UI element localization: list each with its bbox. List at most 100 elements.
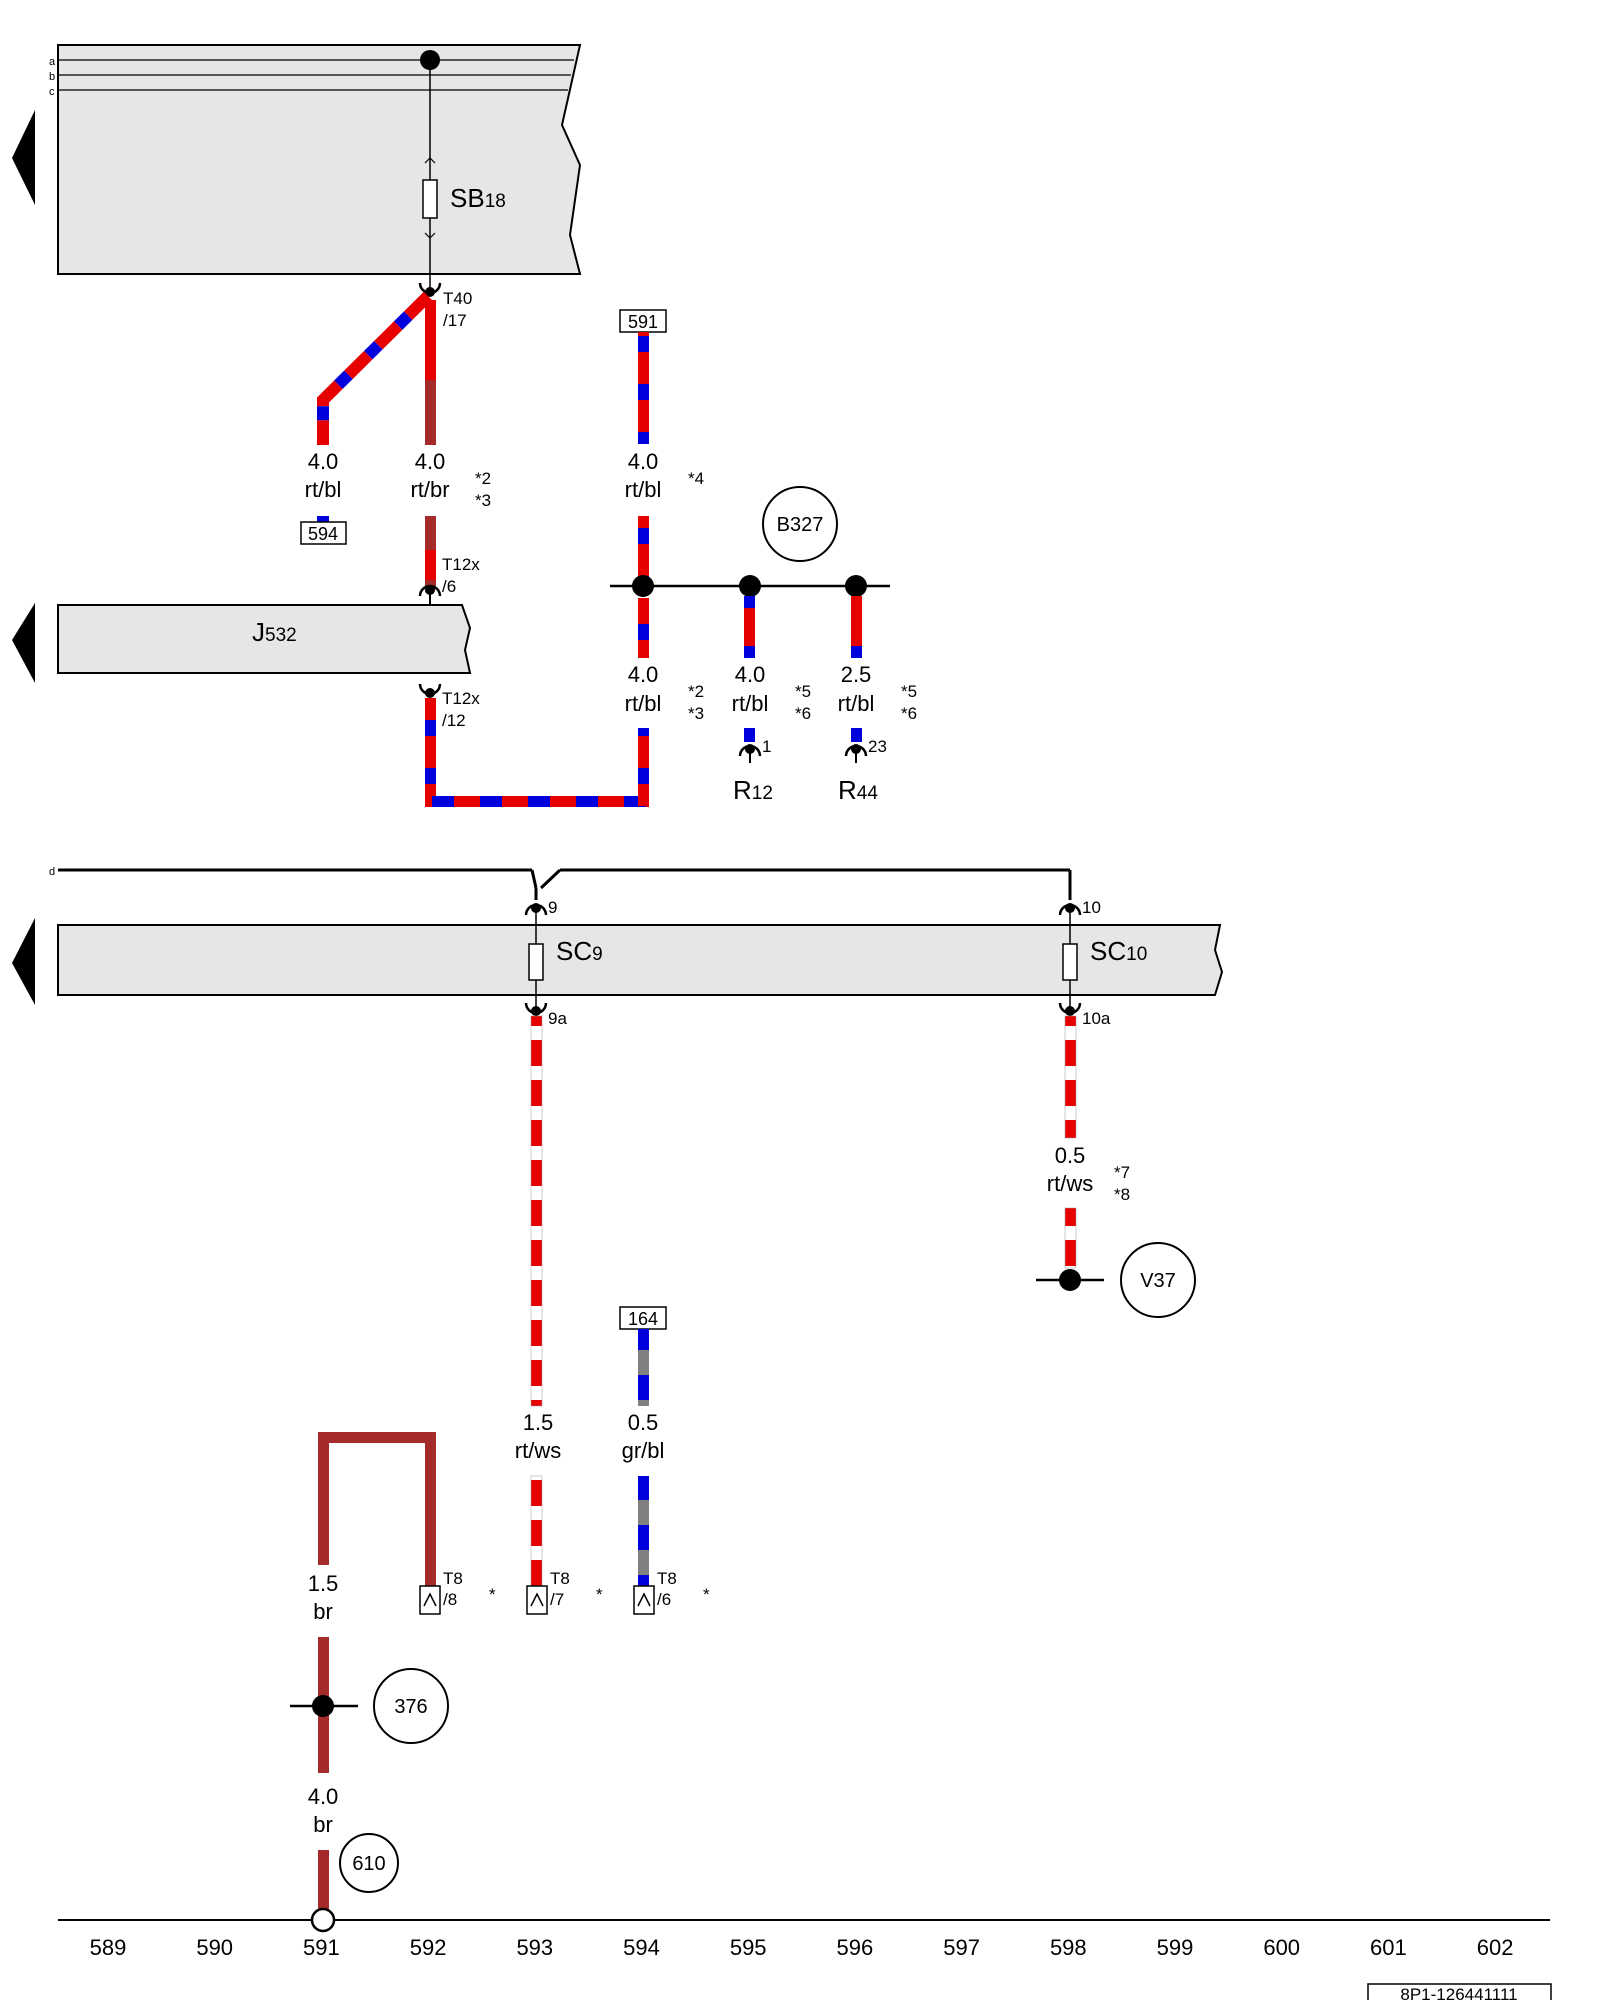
wire-w1: 4.0 rt/bl [305,291,433,526]
column-number: 600 [1263,1935,1300,1960]
svg-text:R44: R44 [838,775,878,805]
column-number: 602 [1477,1935,1514,1960]
svg-text:SC10: SC10 [1090,936,1147,966]
w4-color: rt/bl [625,691,662,716]
column-number: 589 [90,1935,127,1960]
w7-note-8: *8 [1114,1185,1130,1204]
connector-t12x-6: T12x /6 [418,555,480,604]
w9-color: gr/bl [622,1438,665,1463]
column-number: 593 [516,1935,553,1960]
fuse-panel-top: a b c [49,44,582,275]
w7-size: 0.5 [1055,1143,1086,1168]
fuse-panel-sc [57,924,1224,996]
column-number: 592 [410,1935,447,1960]
w4-note-3: *3 [688,704,704,723]
t8-6-code: T8 [657,1569,677,1588]
wire-w9: 0.5 gr/bl [622,1329,665,1586]
w10-size: 1.5 [308,1571,339,1596]
w11-color: br [313,1812,333,1837]
sc9-sub: 9 [592,944,603,965]
t40-pin: /17 [443,311,467,330]
circle-b327: B327 [762,486,838,562]
svg-text:J532: J532 [252,617,297,647]
w2-color: rt/br [410,477,449,502]
r44-label: R [838,775,857,805]
w5-size: 4.0 [735,662,766,687]
column-number: 594 [623,1935,660,1960]
ref-591: 591 [628,312,658,332]
ground-point-376 [290,1695,358,1717]
left-arrow-icon[interactable] [12,603,35,683]
wire-w6: 2.5 rt/bl *5 *6 [838,596,917,742]
w2-note-2: *2 [475,469,491,488]
r12-label: R [733,775,752,805]
left-arrow-icon[interactable] [12,110,35,205]
w6-note-6: *6 [901,704,917,723]
w10-color: br [313,1599,333,1624]
w7-color: rt/ws [1047,1171,1093,1196]
t12x12-pin: /12 [442,711,466,730]
r44-pin: 23 [868,737,887,756]
w7-note-7: *7 [1114,1163,1130,1182]
connector-t40-17: T40 /17 [418,282,472,330]
column-number: 595 [730,1935,767,1960]
sb18-label: SB [450,183,485,213]
connector-t8-7: T8 /7 * [526,1569,603,1615]
splice-b327 [610,575,890,658]
module-j532: J532 [57,604,472,674]
left-arrow-icon[interactable] [12,918,35,1005]
wire-w5: 4.0 rt/bl *5 *6 [732,596,811,742]
c376-label: 376 [394,1696,427,1718]
fuse-sc10: 10 SC10 10a [1058,898,1147,1028]
sc10-label: SC [1090,936,1126,966]
fuse-sb18: SB18 [420,50,506,295]
sc10-sub: 10 [1126,944,1147,965]
column-number: 598 [1050,1935,1087,1960]
w1-size: 4.0 [308,449,339,474]
r12-pin: 1 [762,737,771,756]
w4-note-2: *2 [688,682,704,701]
sc10-bot-pin: 10a [1082,1009,1111,1028]
w9-size: 0.5 [628,1410,659,1435]
ref-594: 594 [308,524,338,544]
v37-label: V37 [1140,1270,1176,1292]
circle-v37: V37 [1120,1242,1196,1318]
svg-text:R12: R12 [733,775,773,805]
document-id-box: 8P1-126441111 [1367,1983,1552,2000]
svg-text:SB18: SB18 [450,183,506,213]
bus-letter-c: c [49,86,55,98]
w6-size: 2.5 [841,662,872,687]
b327-label: B327 [777,514,824,536]
svg-text:SC9: SC9 [556,936,603,966]
t8-7-code: T8 [550,1569,570,1588]
wire-w8: 1.5 rt/ws [515,1015,561,1587]
t12x6-code: T12x [442,555,480,574]
ref-box-591: 591 [619,309,667,333]
connector-t8-6: T8 /6 * [633,1569,710,1615]
wire-u-loop: 4.0 rt/bl *2 *3 [425,662,704,807]
circle-610: 610 [339,1833,399,1893]
w6-note-5: *5 [901,682,917,701]
column-number: 601 [1370,1935,1407,1960]
ground-point-v37 [1036,1269,1104,1291]
w3-note-4: *4 [688,469,704,488]
c610-label: 610 [352,1853,385,1875]
t8-7-pin: /7 [550,1590,564,1609]
w4-size: 4.0 [628,662,659,687]
ground-bus [58,1907,1550,1933]
t8-7-star: * [596,1585,603,1604]
ref-box-594: 594 [300,521,347,545]
t12x12-code: T12x [442,689,480,708]
w2-note-3: *3 [475,491,491,510]
w3-color: rt/bl [625,477,662,502]
j532-label: J [252,617,265,647]
ref-box-164: 164 [619,1306,667,1330]
connector-t12x-12: T12x /12 [418,683,480,730]
w8-color: rt/ws [515,1438,561,1463]
bus-letter-a: a [49,56,56,68]
w8-size: 1.5 [523,1410,554,1435]
w3-size: 4.0 [628,449,659,474]
connector-t8-8: T8 /8 * [419,1569,496,1615]
